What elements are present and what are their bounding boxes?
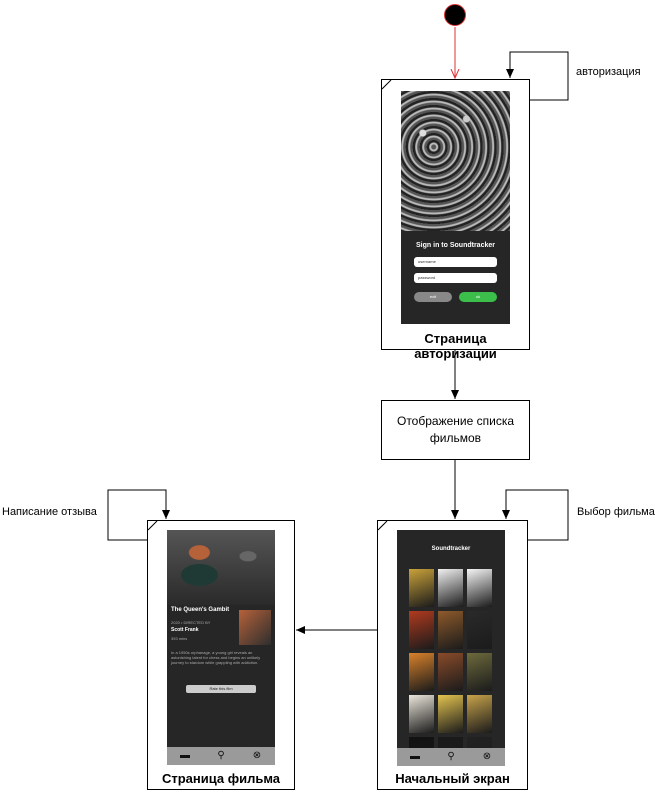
username-field[interactable]: username [414, 257, 497, 267]
movie-poster-thumbnail[interactable] [409, 611, 434, 649]
movie-poster-thumbnail[interactable] [409, 695, 434, 733]
ticket-icon[interactable]: ▬ [410, 751, 420, 762]
frame-corner-mark [382, 80, 392, 90]
login-self-loop [506, 51, 569, 101]
cinema-audience-image [401, 91, 510, 231]
movie-list-label: Отображение списка фильмов [396, 414, 515, 445]
exit-button[interactable]: exit [414, 292, 452, 302]
movie-hero-image [167, 530, 275, 605]
edge-label-authorization: авторизация [576, 66, 641, 78]
movie-poster-thumbnail[interactable] [438, 695, 463, 733]
movie-poster-thumbnail[interactable] [438, 611, 463, 649]
home-bottom-nav: ▬ ⚲ ⊗ [397, 748, 505, 766]
frame-corner-mark [378, 521, 388, 531]
rate-film-button[interactable]: Rate this film [186, 685, 256, 693]
movie-title: The Queen's Gambit [171, 607, 230, 613]
profile-icon[interactable]: ⊗ [482, 751, 492, 762]
movie-page-title: Страница фильма [161, 771, 281, 786]
login-page-node: Sign in to Soundtracker username passwor… [381, 79, 530, 361]
movie-list-node: Отображение списка фильмов [381, 400, 530, 460]
login-heading: Sign in to Soundtracker [416, 242, 495, 249]
ok-button[interactable]: ok [459, 292, 497, 302]
movie-poster-thumbnail[interactable] [467, 611, 492, 649]
movie-poster-thumbnail[interactable] [467, 653, 492, 691]
movie-runtime: 393 mins [171, 636, 188, 641]
home-self-loop [502, 489, 569, 541]
movie-poster [239, 610, 271, 645]
home-screen-mockup: Soundtracker ▬ ⚲ ⊗ [397, 530, 505, 766]
movie-poster-thumbnail[interactable] [438, 569, 463, 607]
movie-self-loop [107, 489, 170, 541]
home-screen-title: Начальный экран [395, 771, 510, 786]
movie-poster-thumbnail[interactable] [409, 569, 434, 607]
movie-poster-thumbnail[interactable] [409, 653, 434, 691]
movie-bottom-nav: ▬ ⚲ ⊗ [167, 747, 275, 765]
frame-corner-mark [148, 521, 158, 531]
movie-director: Scott Frank [171, 627, 199, 633]
movie-poster-thumbnail[interactable] [467, 695, 492, 733]
movie-description: In a 1950s orphanage, a young girl revea… [171, 650, 261, 665]
edge-label-write-review: Написание отзыва [2, 506, 97, 518]
movie-screen-mockup: The Queen's Gambit 2020 • DIRECTED BY Sc… [167, 530, 275, 765]
profile-icon[interactable]: ⊗ [252, 750, 262, 761]
home-app-title: Soundtracker [431, 546, 471, 552]
search-icon[interactable]: ⚲ [447, 751, 455, 762]
edge-label-select-movie: Выбор фильма [577, 506, 655, 518]
movie-poster-thumbnail[interactable] [467, 569, 492, 607]
start-node [444, 4, 466, 26]
login-screen-mockup: Sign in to Soundtracker username passwor… [401, 91, 510, 324]
movie-meta: 2020 • DIRECTED BY [171, 620, 211, 625]
ticket-icon[interactable]: ▬ [180, 750, 190, 761]
movie-poster-thumbnail[interactable] [438, 653, 463, 691]
movie-page-node: The Queen's Gambit 2020 • DIRECTED BY Sc… [147, 520, 295, 790]
home-screen-node: Soundtracker ▬ ⚲ ⊗ Начальный экран [377, 520, 528, 790]
search-icon[interactable]: ⚲ [217, 750, 225, 761]
password-field[interactable]: password [414, 273, 497, 283]
login-page-title: Страница авторизации [414, 331, 497, 361]
